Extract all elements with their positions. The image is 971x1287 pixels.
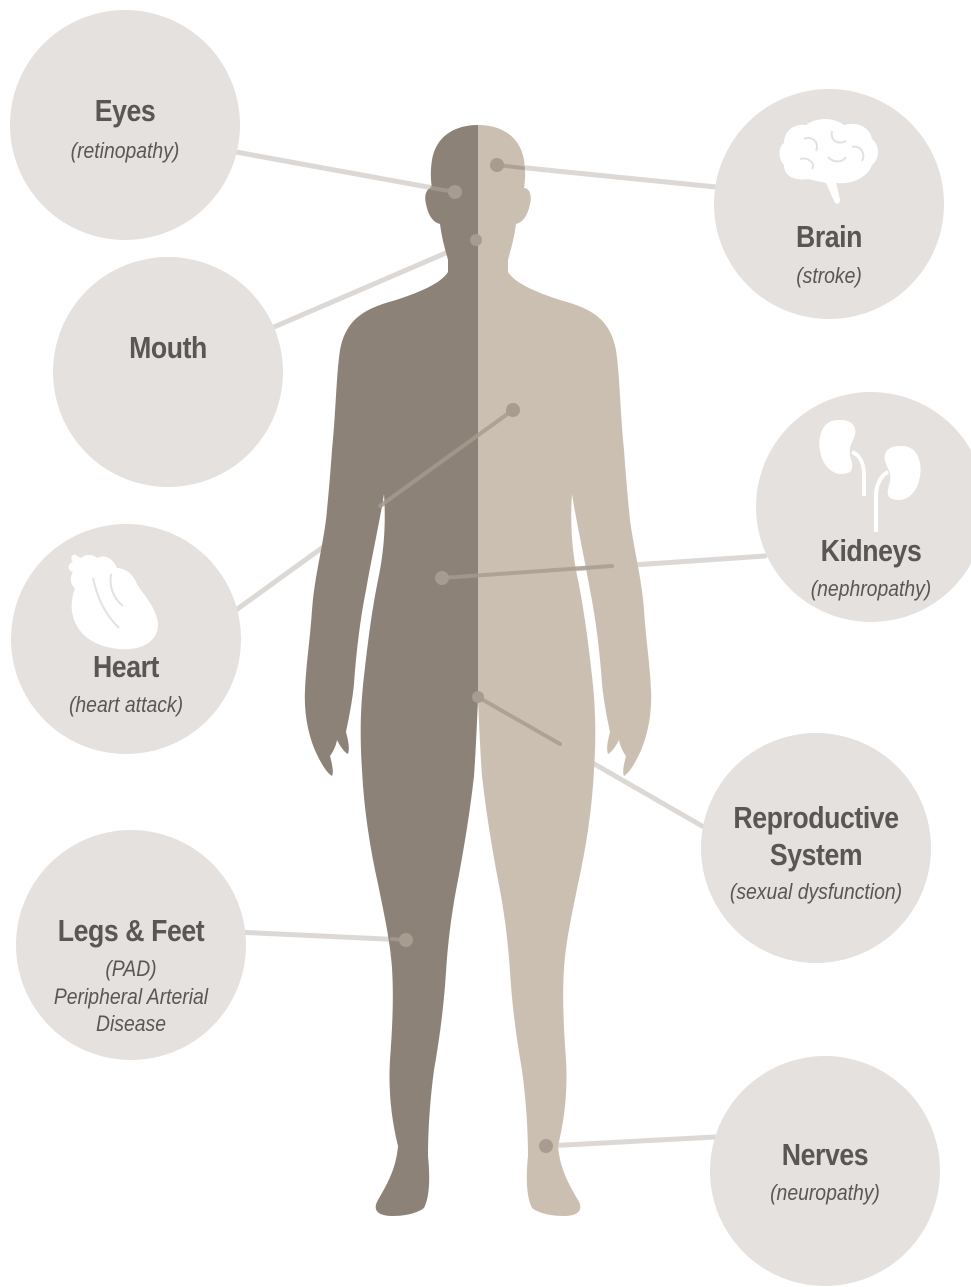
body-left-half [305, 125, 478, 1216]
connector-overlay-legs [392, 939, 406, 940]
dot-nerves [539, 1139, 553, 1153]
dot-mouth [470, 234, 482, 246]
body-right-half [478, 125, 651, 1216]
